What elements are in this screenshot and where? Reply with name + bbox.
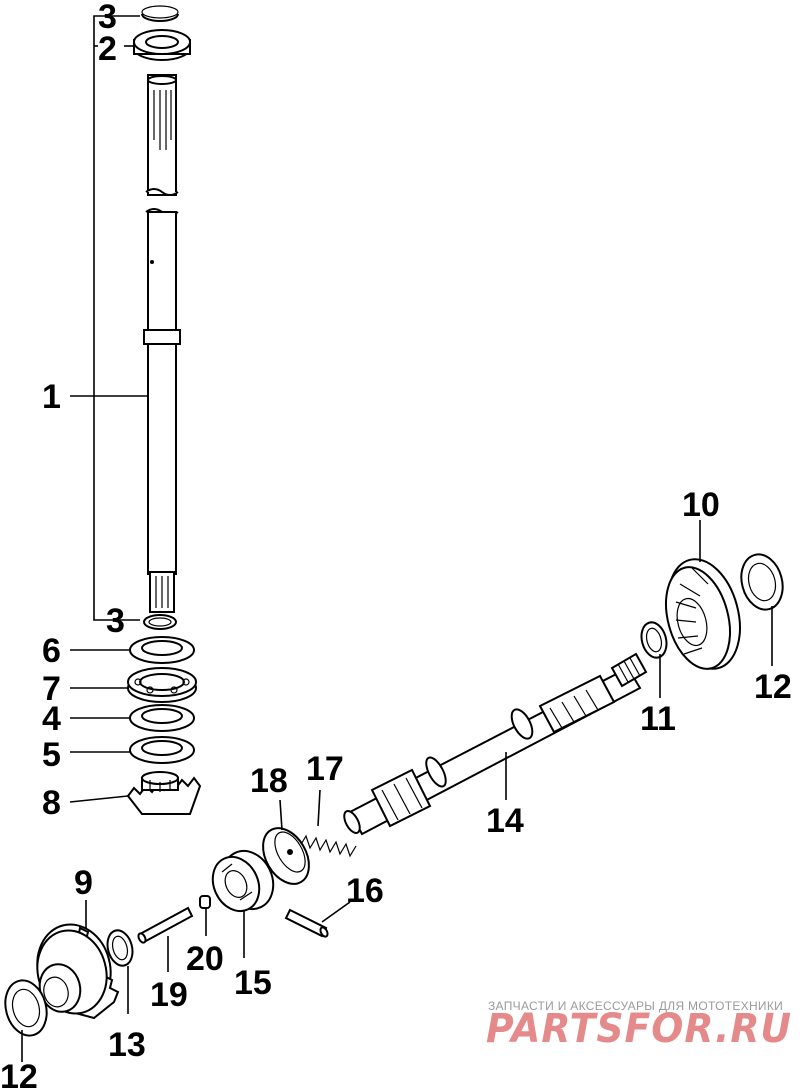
pin-part-16 xyxy=(284,908,329,938)
callout-4: 4 xyxy=(42,700,61,738)
callout-1: 1 xyxy=(42,378,61,416)
propeller-shaft-part-14 xyxy=(343,652,648,836)
leader-lines xyxy=(21,15,773,1062)
shim-part-13 xyxy=(106,929,134,967)
washer-part-5 xyxy=(129,736,195,764)
callout-8: 8 xyxy=(42,784,61,822)
callout-9: 9 xyxy=(74,864,93,902)
shim-part-11 xyxy=(640,621,668,659)
washer-part-6 xyxy=(129,636,195,664)
shim-part-12-bottom xyxy=(4,979,48,1037)
callout-16: 16 xyxy=(346,872,384,910)
snap-ring-part-3-top xyxy=(141,5,179,22)
callout-11: 11 xyxy=(640,700,676,738)
clutch-dog-part-15 xyxy=(211,849,275,913)
callout-7: 7 xyxy=(42,670,61,708)
forward-gear-part-9 xyxy=(36,923,120,1020)
callout-19: 19 xyxy=(150,976,188,1014)
callout-15: 15 xyxy=(234,964,272,1002)
watermark: ЗАПЧАСТИ И АКСЕССУАРЫ ДЛЯ МОТОТЕХНИКИ PA… xyxy=(486,999,792,1052)
watermark-brand: PARTSFOR.RU xyxy=(486,1006,792,1052)
drive-shaft-part-1 xyxy=(143,74,181,613)
callout-3-bottom: 3 xyxy=(106,602,125,640)
callout-2: 2 xyxy=(98,30,117,68)
callout-6: 6 xyxy=(42,632,61,670)
pinion-gear-part-8 xyxy=(126,771,202,815)
snap-ring-part-3-bottom xyxy=(143,614,177,630)
callout-20: 20 xyxy=(186,940,224,978)
callout-3-top: 3 xyxy=(98,0,117,36)
callout-17: 17 xyxy=(306,750,344,788)
roller-bearing-part-7 xyxy=(127,667,197,703)
bearing-part-2 xyxy=(133,29,191,61)
callout-14: 14 xyxy=(486,802,524,840)
callout-5: 5 xyxy=(42,736,61,774)
reverse-gear-part-10 xyxy=(665,558,741,670)
pin-part-20 xyxy=(199,895,211,909)
callout-18: 18 xyxy=(250,762,288,800)
pin-part-19 xyxy=(137,906,194,944)
callout-12-left: 12 xyxy=(0,1058,38,1092)
callout-13: 13 xyxy=(108,1026,146,1064)
shim-part-12-top xyxy=(740,553,784,611)
spring-part-17 xyxy=(299,834,357,858)
washer-part-4 xyxy=(129,704,195,732)
watermark-caption: ЗАПЧАСТИ И АКСЕССУАРЫ ДЛЯ МОТОТЕХНИКИ xyxy=(488,999,783,1013)
callout-12-right: 12 xyxy=(754,668,792,706)
callout-10: 10 xyxy=(682,486,720,524)
